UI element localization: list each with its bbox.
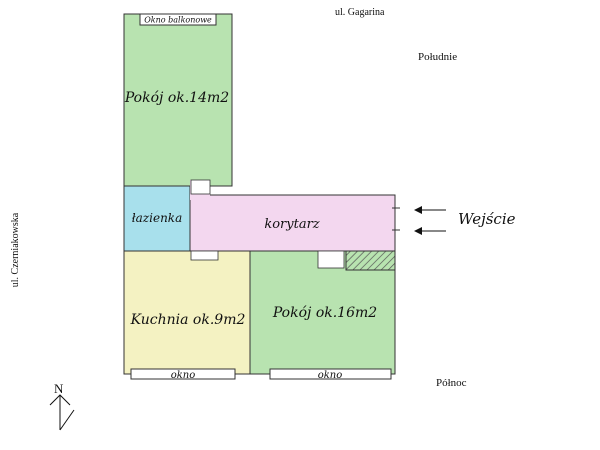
corridor-area <box>189 194 396 252</box>
street-left: ul. Czerniakowska <box>10 212 21 287</box>
north-label: Północ <box>436 377 467 389</box>
kitchen-area <box>123 250 251 375</box>
kitchen-window <box>130 368 236 380</box>
hatched-shaft <box>345 250 396 271</box>
entrance-arrow-2 <box>414 227 446 235</box>
entrance-arrow-1 <box>414 206 446 214</box>
south-label: Południe <box>418 51 457 63</box>
room-14-area <box>123 13 233 187</box>
compass-icon: N <box>49 381 75 431</box>
kitchen-label: Kuchnia ok.9m2 <box>130 312 246 328</box>
street-top: ul. Gagarina <box>335 7 385 18</box>
room-16-label: Pokój ok.16m2 <box>272 305 377 321</box>
door-room16 <box>317 250 345 269</box>
room-14-label: Pokój ok.14m2 <box>124 90 229 106</box>
corridor-label: korytarz <box>264 217 319 232</box>
room16-window-label: okno <box>318 370 343 381</box>
bathroom-label: łazienka <box>132 211 182 225</box>
balcony-window <box>139 13 217 26</box>
bathroom-area <box>123 185 191 252</box>
balcony-window-label: Okno balkonowe <box>144 16 212 25</box>
compass-letter: N <box>54 381 64 396</box>
entrance-label: Wejście <box>458 210 516 228</box>
door-room14 <box>190 179 211 195</box>
door-kitchen <box>190 250 219 261</box>
kitchen-window-label: okno <box>171 370 196 381</box>
room16-window <box>269 368 392 380</box>
